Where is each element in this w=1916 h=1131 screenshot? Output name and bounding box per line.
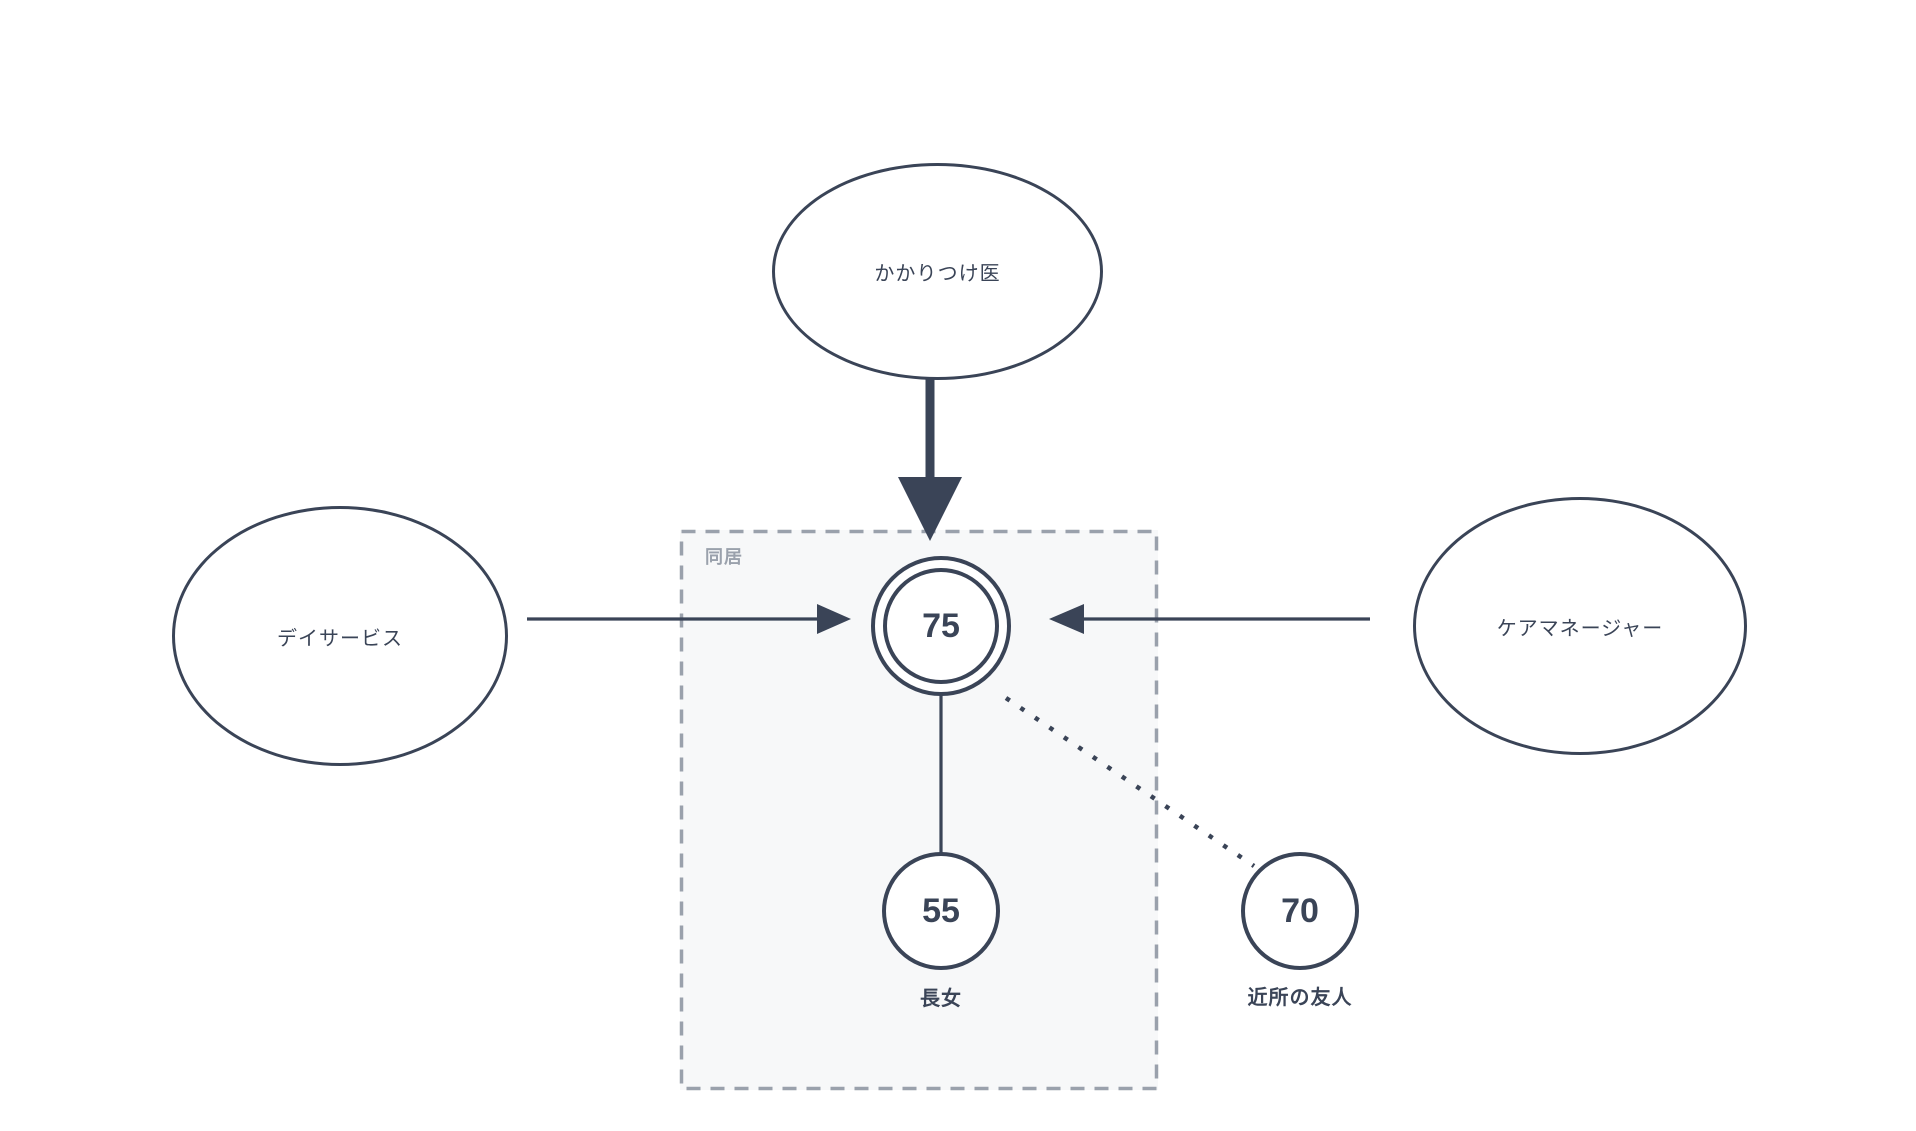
- node-daughter[interactable]: 55: [882, 852, 1000, 970]
- friend-age: 70: [1281, 892, 1319, 930]
- node-friend[interactable]: 70: [1241, 852, 1359, 970]
- node-care-manager[interactable]: ケアマネージャー: [1413, 497, 1747, 755]
- node-day-service[interactable]: デイサービス: [172, 506, 508, 766]
- daughter-label: 長女: [920, 988, 962, 1010]
- edge-elder-friend-dotted[interactable]: [1004, 696, 1256, 868]
- node-family-doctor[interactable]: かかりつけ医: [772, 163, 1103, 380]
- edge-doctor-elder-strong-arrow[interactable]: [898, 379, 962, 541]
- edge-dayservice-elder-arrow[interactable]: [527, 604, 851, 634]
- household-group-label: 同居: [705, 547, 743, 567]
- elder-inner-ring: 75: [883, 568, 999, 684]
- household-group-border: [679, 529, 1159, 1091]
- edge-caremanager-elder-arrow[interactable]: [1049, 604, 1370, 634]
- elder-age: 75: [922, 607, 960, 645]
- care-manager-label: ケアマネージャー: [1496, 617, 1664, 640]
- node-elder[interactable]: 75: [871, 556, 1011, 696]
- day-service-label: デイサービス: [277, 627, 403, 650]
- family-doctor-label: かかりつけ医: [874, 263, 1001, 285]
- daughter-age: 55: [922, 892, 960, 930]
- friend-label: 近所の友人: [1247, 987, 1353, 1009]
